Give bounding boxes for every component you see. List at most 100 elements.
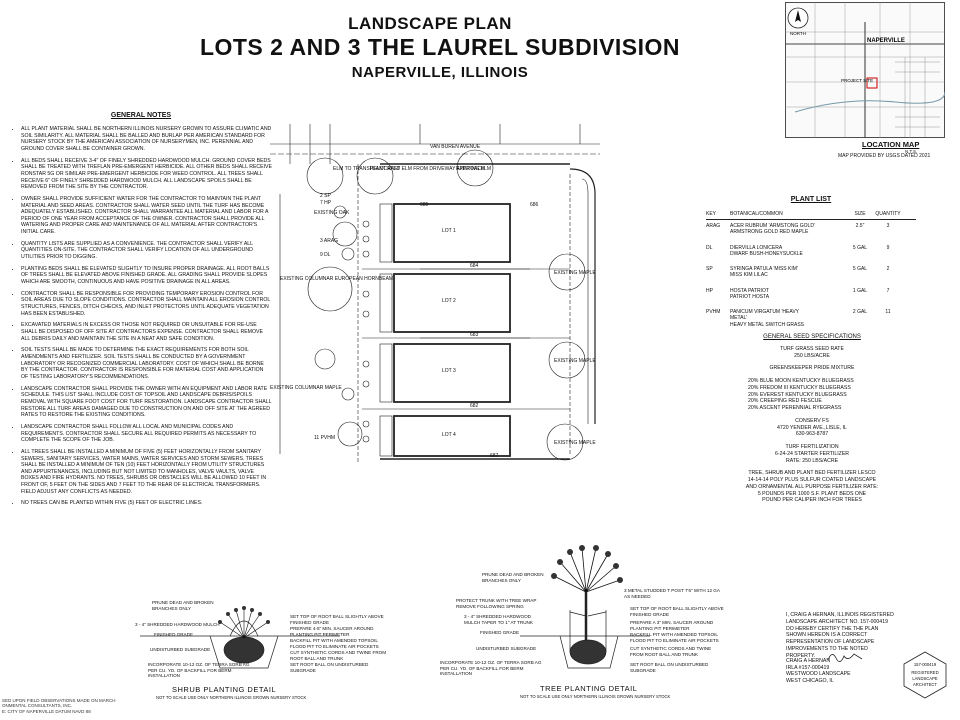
note-item: Landscape contractor shall provide the o… (21, 386, 272, 419)
tree-fertilizer-line: 5 POUNDS PER 1000 S.F. PLANT BEDS ONE (757, 490, 867, 497)
tag-arag: 3 ARAG (320, 238, 338, 244)
plan-title: LOTS 2 AND 3 THE LAUREL SUBDIVISION (199, 34, 681, 60)
plant-spacer (816, 223, 846, 236)
turf-rate-value: 250 LBS/ACRE (794, 352, 830, 359)
lot-label-3: LOT 3 (442, 368, 456, 374)
plant-spacer (816, 266, 846, 279)
elev-683: 683 (470, 332, 479, 338)
elev-687: 687 (490, 453, 499, 459)
seed-mix-item: 20% CREEPING RED FESCUE (748, 398, 822, 405)
plant-botanical: PANICUM VIRGATUM 'HEAVY METAL' (730, 309, 799, 322)
north-label: NORTH (790, 31, 806, 36)
plant-row: PVHM PANICUM VIRGATUM 'HEAVY METAL'HEAVY … (706, 309, 916, 328)
plant-name: ACER RUBRUM 'ARMSTONG GOLD'ARMSTRONG GOL… (730, 223, 816, 236)
plant-size: 5 GAL (852, 266, 868, 272)
tree-label-tpost: 3 METAL STUDDED T POST 7'6" WITH 12 GA A… (624, 588, 720, 599)
lot-label-4: LOT 4 (442, 432, 456, 438)
elev-686: 686 (530, 202, 539, 208)
plant-size: 2 GAL (852, 309, 868, 315)
shrub-detail-drawing (140, 606, 340, 669)
tree-label-grade: FINISHED GRADE (480, 630, 520, 635)
plant-key: SP (706, 266, 713, 272)
mix-name: GREENSKEEPER PRIDE MIXTURE (769, 365, 855, 372)
plant-common: ARMSTRONG GOLD RED MAPLE (730, 229, 809, 236)
tree-fertilizer-line: AND ORNAMENTAL ALL PURPOSE FERTILIZER RA… (745, 483, 879, 490)
tree-detail-drawing (520, 545, 650, 669)
plant-botanical: HOSTA PATRIOT (730, 287, 769, 294)
plant-common: MISS KIM LILAC (730, 272, 768, 279)
note-item: Excavated materials in excess or those n… (21, 322, 272, 342)
seed-mix-item: 20% EVEREST KENTUCKY BLUEGRASS (748, 391, 847, 398)
plant-row: SP SYRINGA PATULA 'MISS KIM'MISS KIM LILA… (706, 266, 916, 279)
tag-dl: 9 DL (320, 252, 331, 258)
tree-label-cords: CUT SYNTHETIC CORDS AND TWINE FROM ROOT … (630, 646, 712, 657)
svg-text:ARCHITECT: ARCHITECT (913, 682, 937, 687)
plant-qty: 2 (886, 266, 890, 272)
street-label: VAN BUREN AVENUE (430, 144, 481, 150)
svg-text:REGISTERED: REGISTERED (911, 670, 938, 675)
certification-text: I, CRAIG A HERNAN, ILLINOIS REGISTERED L… (786, 612, 894, 659)
supplier-line: 4720 YENDER AVE.,LISLE, IL (777, 424, 847, 431)
plant-botanical: SYRINGA PATULA 'MISS KIM' (730, 266, 798, 272)
general-notes: GENERAL NOTES All plant material shall b… (10, 112, 272, 512)
plant-size: 2.5" (855, 223, 865, 229)
shrub-label-backfill: BACKFILL PIT WITH AMENDED TOPSOIL FLOOD … (290, 638, 379, 649)
plant-name: PANICUM VIRGATUM 'HEAVY METAL'HEAVY META… (730, 309, 816, 328)
tree-label-terrasorb: INCORPORATE 10-12 OZ. OF TERRA SORB AG P… (440, 660, 542, 676)
lot-label-2: LOT 2 (442, 298, 456, 304)
label-existing-elm: EXISTING ELM (456, 166, 491, 172)
plant-key: PVHM (706, 309, 721, 315)
label-elm-transplant: ELM TO TRANSPLANT EAST (333, 166, 400, 172)
site-plan: VAN BUREN AVENUE ELM TO TRANSPLANT EAST … (270, 124, 600, 464)
seed-mix-item: 20% ASCENT PERENNIAL RYEGRASS (748, 405, 842, 412)
plant-common: HEAVY METAL SWITCH GRASS (730, 321, 804, 328)
signer-line: IRLA #157-000419 (786, 664, 830, 671)
tree-label-saucer: PREPARE A 3" MIN. SAUCER AROUND PLANTING… (630, 620, 714, 631)
plant-spacer (816, 245, 846, 258)
plant-size: 1 GAL (852, 287, 868, 294)
tree-fertilizer: TREE, SHRUB AND PLANT BED FERTILIZER LES… (712, 470, 912, 504)
signature-icon (827, 653, 863, 662)
turf-rate: TURF GRASS SEED RATE (780, 345, 844, 352)
plant-qty: 9 (886, 244, 890, 251)
note-item: Contractor shall be responsible for prov… (21, 291, 272, 318)
shrub-label-rootball: SET TOP OF ROOT BALL SLIGHTLY ABOVE FINI… (290, 614, 384, 625)
plant-spacer (816, 288, 846, 301)
footer-line: E: CITY OF NAPERVILLE DATUM NAVD 88 (2, 708, 91, 714)
label-maple-3: EXISTING MAPLE (554, 440, 596, 446)
plant-qty: 3 (886, 223, 890, 229)
note-item: Quantity lists are supplied as a conveni… (21, 241, 272, 261)
plant-botanical: ACER RUBRUM 'ARMSTONG GOLD' (730, 223, 815, 229)
note-item: Soil tests shall be made to determine th… (21, 347, 272, 380)
location-map-label: LOCATION MAP (862, 140, 920, 149)
shrub-detail-title: SHRUB PLANTING DETAIL (172, 685, 277, 694)
plant-common: PATRIOT HOSTA (730, 293, 770, 300)
tag-pvhm: 11 PVHM (314, 435, 335, 441)
lot-label-1: LOT 1 (442, 228, 456, 234)
shrub-label-terrasorb: INCORPORATE 10-12 OZ. OF TERRA SORB AG P… (148, 662, 250, 678)
plant-qty: 7 (886, 287, 890, 294)
tag-hp: 7 HP (320, 200, 332, 206)
seed-specifications: GENERAL SEED SPECIFICATIONS TURF GRASS S… (712, 334, 912, 510)
general-notes-list: All plant material shall be Northern Ill… (10, 126, 272, 507)
seed-heading: GENERAL SEED SPECIFICATIONS (763, 334, 861, 340)
note-item: Landscape contractor shall follow all lo… (21, 424, 272, 444)
tree-fertilizer-line: TREE, SHRUB AND PLANT BED FERTILIZER LES… (748, 470, 876, 477)
professional-seal-icon: 157-000419 REGISTERED LANDSCAPE ARCHITEC… (903, 651, 947, 699)
label-maple-1: EXISTING MAPLE (554, 270, 596, 276)
seed-mix-item: 20% FREDOM III KENTUCKY BLUEGRASS (748, 384, 851, 391)
location-map-source: MAP PROVIDED BY USGS DATED 2021 (838, 153, 931, 159)
location-map: NORTH NAPERVILLE PROJECT SITE (785, 2, 945, 138)
tree-label-prune: PRUNE DEAD AND BROKEN BRANCHES ONLY (482, 572, 544, 583)
note-item: Owner shall provide sufficient water for… (21, 196, 272, 236)
tree-detail-title: TREE PLANTING DETAIL (540, 684, 638, 693)
note-item: All trees shall be installed a minimum o… (21, 449, 272, 496)
elev-685: 685 (420, 202, 429, 208)
tag-sp: 2 SP (320, 193, 332, 199)
